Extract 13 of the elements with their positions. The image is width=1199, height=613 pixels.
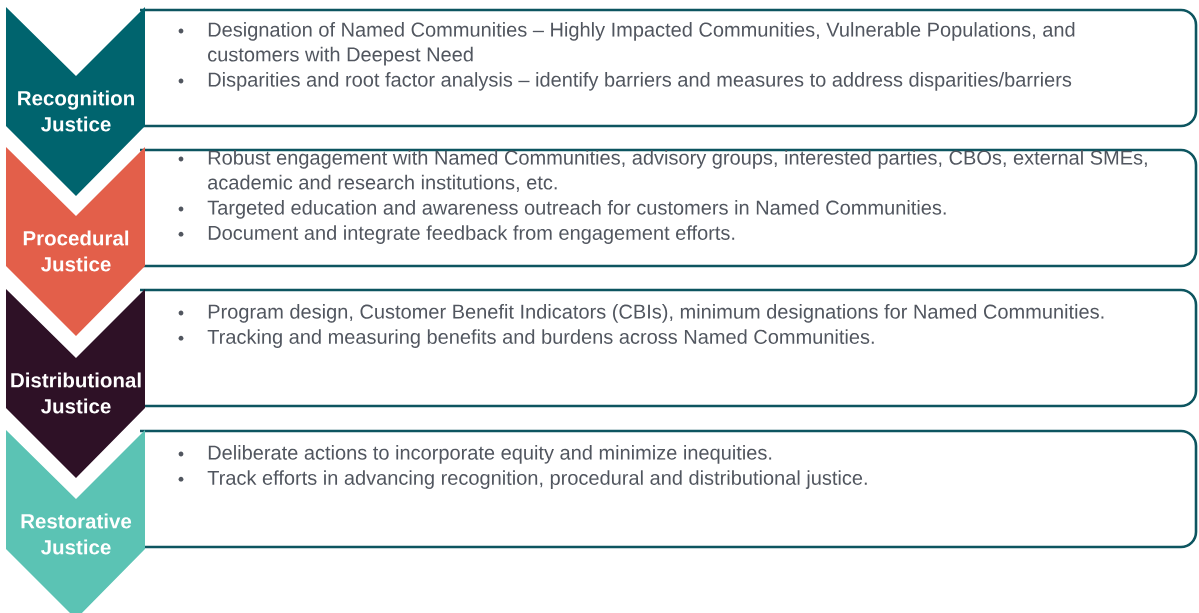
bullet-text: Document and integrate feedback from engagement efforts. (208, 225, 735, 244)
bullet-text: Program design, Customer Benefit Indicators (CBIs), minimum designations for Named Communities. (208, 304, 1104, 323)
bullet-text: Designation of Named Communities – Highly Impacted Communities, Vulnerable Populations, and customers with Deepest Need (208, 22, 1075, 66)
chevron-banner: Restorative Justice (6, 430, 145, 613)
bullet-text: Robust engagement with Named Communities, advisory groups, interested parties, CBOs, external SMEs, academic and research institutions, etc. (208, 150, 1147, 192)
chevron-banner: Recognition Justice (6, 7, 145, 196)
bullet-text: Deliberate actions to incorporate equity and minimize inequities. (208, 445, 772, 464)
chevron-banner: Distributional Justice (6, 289, 145, 478)
bullet-text: Track efforts in advancing recognition, procedural and distributional justice. (207, 470, 867, 489)
bullet-text: Tracking and measuring benefits and burdens across Named Communities. (207, 329, 874, 348)
bullet-text: Disparities and root factor analysis – identify barriers and measures to address disparities/barriers (208, 72, 1072, 91)
bullet-text: Targeted education and awareness outreach for customers in Named Communities. (207, 200, 946, 219)
chevron-banner: Procedural Justice (6, 147, 145, 336)
